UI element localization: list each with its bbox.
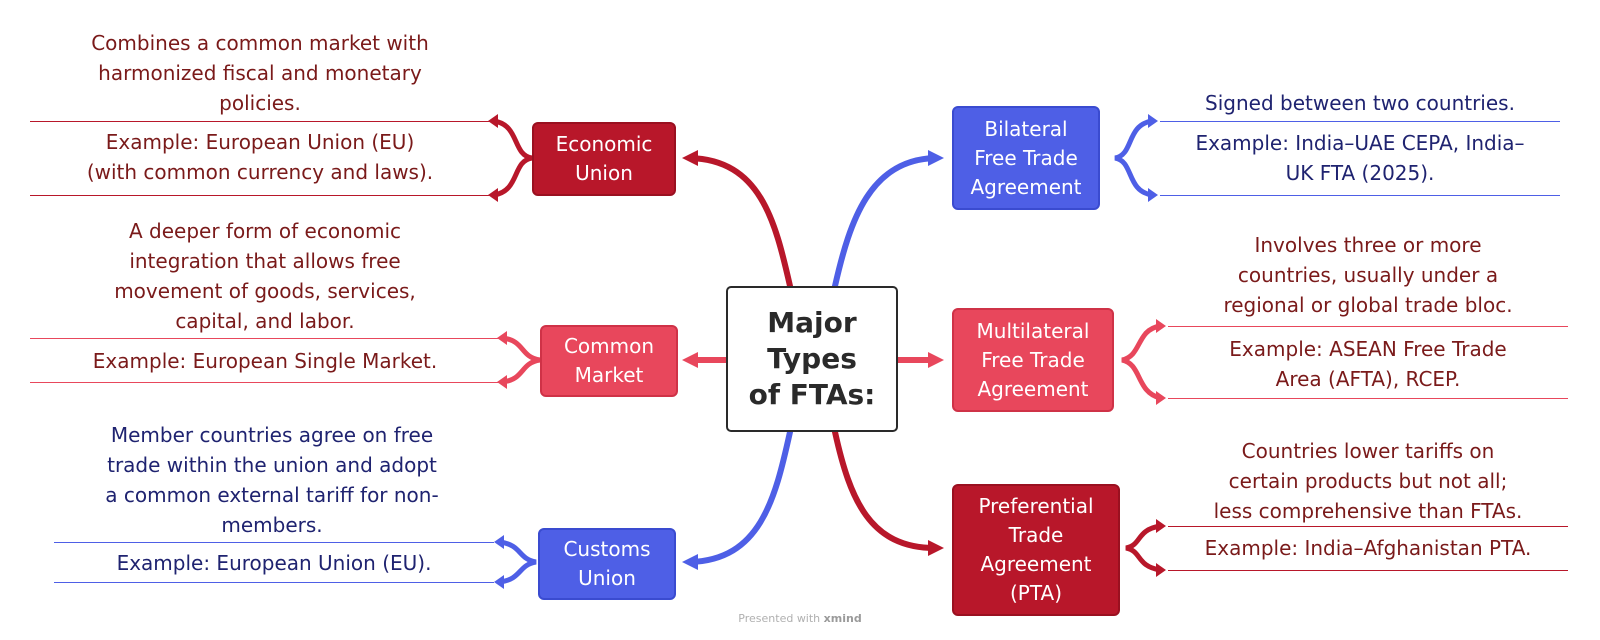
common-market-description: A deeper form of economic integration th… <box>114 219 416 333</box>
common-market-node[interactable]: Common Market <box>540 325 678 397</box>
common-market-example: Example: European Single Market. <box>92 349 438 373</box>
bracket-economic-union <box>491 118 533 198</box>
customs-union-label: Customs Union <box>563 537 651 590</box>
bilateral-example: Example: India–UAE CEPA, India– UK FTA (… <box>1195 131 1525 185</box>
bracket-common-market <box>500 335 541 385</box>
central-topic[interactable]: Major Types of FTAs: <box>726 286 898 432</box>
preferential-example: Example: India–Afghanistan PTA. <box>1204 536 1532 560</box>
economic-union-node[interactable]: Economic Union <box>532 122 676 196</box>
preferential-description: Countries lower tariffs on certain produ… <box>1213 439 1523 523</box>
multilateral-rule-bottom <box>1168 398 1568 399</box>
economic-union-rule-top <box>30 121 490 122</box>
bracket-multilateral <box>1121 323 1163 401</box>
economic-union-rule-bottom <box>30 195 490 196</box>
common-market-rule-bottom <box>30 382 500 383</box>
multilateral-rule-top <box>1168 326 1568 327</box>
connector-bilateral <box>832 155 938 289</box>
customs-union-description: Member countries agree on free trade wit… <box>105 423 439 537</box>
arrowhead-bilateral <box>928 150 944 166</box>
common-market-label: Common Market <box>563 334 655 387</box>
bilateral-label: Bilateral Free Trade Agreement <box>970 116 1082 199</box>
multilateral-example: Example: ASEAN Free Trade Area (AFTA), R… <box>1229 337 1507 391</box>
bilateral-rule-bottom <box>1160 195 1560 196</box>
bracket-customs-union <box>497 539 537 585</box>
economic-union-label: Economic Union <box>555 132 653 185</box>
arrowhead-economic-union <box>682 150 698 166</box>
customs-union-rule-top <box>54 542 494 543</box>
bilateral-rule-top <box>1160 121 1560 122</box>
customs-union-node[interactable]: Customs Union <box>538 528 676 600</box>
bracket-bilateral <box>1114 118 1155 198</box>
arrowhead-customs-union <box>682 554 698 570</box>
bilateral-node[interactable]: Bilateral Free Trade Agreement <box>952 106 1100 210</box>
preferential-rule-top <box>1168 526 1568 527</box>
common-market-rule-top <box>30 338 500 339</box>
footer-brand: xmind <box>823 612 862 625</box>
customs-union-example: Example: European Union (EU). <box>116 551 432 575</box>
footer-watermark: Presented with xmind <box>0 612 1600 625</box>
multilateral-node[interactable]: Multilateral Free Trade Agreement <box>952 308 1114 412</box>
preferential-rule-bottom <box>1168 570 1568 571</box>
preferential-label: Preferential Trade Agreement (PTA) <box>978 494 1094 605</box>
arrowhead-common-market <box>682 352 698 368</box>
connector-preferential <box>832 429 938 551</box>
economic-union-description: Combines a common market with harmonized… <box>91 31 429 115</box>
central-topic-label: Major Types of FTAs: <box>748 306 876 411</box>
bilateral-description: Signed between two countries. <box>1205 91 1515 115</box>
arrowhead-multilateral <box>928 352 944 368</box>
arrowhead-preferential <box>928 540 944 556</box>
bracket-preferential <box>1125 523 1163 573</box>
multilateral-description: Involves three or more countries, usuall… <box>1223 233 1513 317</box>
connector-economic-union <box>687 155 793 289</box>
economic-union-example: Example: European Union (EU) (with commo… <box>86 130 434 184</box>
preferential-node[interactable]: Preferential Trade Agreement (PTA) <box>952 484 1120 616</box>
footer-prefix: Presented with <box>738 612 821 625</box>
multilateral-label: Multilateral Free Trade Agreement <box>976 318 1090 401</box>
connector-customs-union <box>687 429 793 565</box>
customs-union-rule-bottom <box>54 582 494 583</box>
